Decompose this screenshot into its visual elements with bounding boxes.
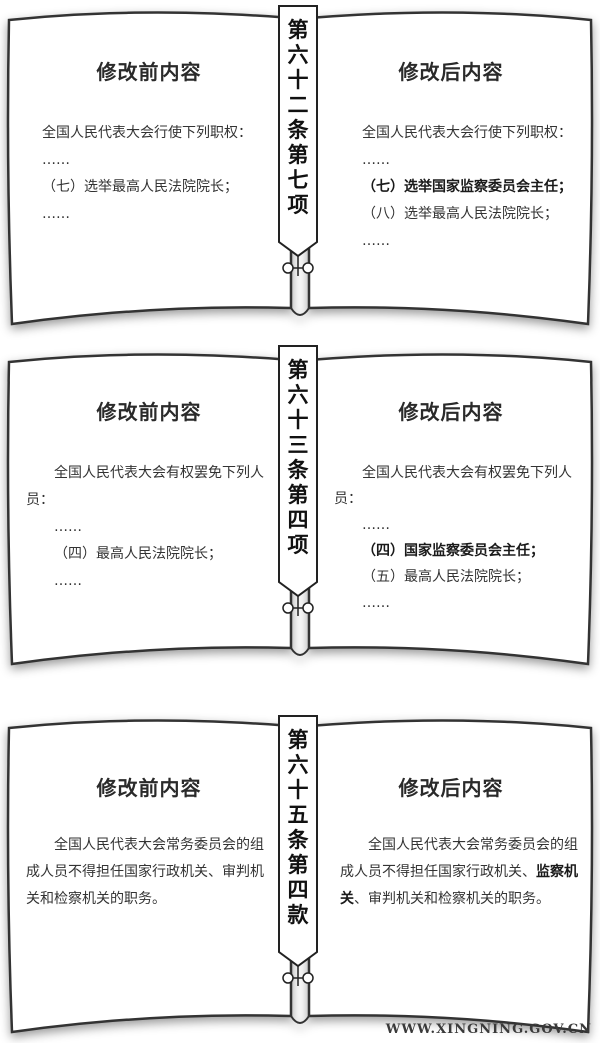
before-line: 全国人民代表大会行使下列职权：: [42, 125, 252, 141]
tag-char: 七: [287, 168, 309, 192]
tag-char: 六: [287, 43, 309, 67]
before-body: 全国人民代表大会有权罢免下列人员： …… （四）最高人民法院院长； ……: [26, 460, 266, 595]
tag-char: 款: [287, 903, 309, 927]
after-line: （七）选举国家监察委员会主任；: [334, 174, 574, 201]
before-title: 修改前内容: [96, 776, 202, 800]
binder-ring-icon: [302, 602, 314, 614]
before-line: （七）选举最高人民法院院长；: [42, 179, 238, 195]
after-line: （五）最高人民法院院长；: [362, 569, 530, 585]
tag-char: 第: [287, 358, 309, 382]
after-line: ……: [362, 517, 390, 533]
before-pane-1: 修改前内容 全国人民代表大会行使下列职权： …… （七）选举最高人民法院院长； …: [4, 8, 294, 326]
after-line: ……: [362, 152, 390, 168]
before-body: 全国人民代表大会常务委员会的组成人员不得担任国家行政机关、审判机关和检察机关的职…: [26, 832, 264, 913]
binder-ring-icon: [282, 262, 294, 274]
before-line: ……: [42, 152, 70, 168]
tag-char: 六: [287, 383, 309, 407]
after-line-bold: 监察机关: [340, 864, 578, 907]
tag-char: 项: [287, 533, 309, 557]
tag-ribbon: [278, 345, 318, 616]
book-cover-2: [6, 353, 594, 666]
after-body: 全国人民代表大会有权罢免下列人员： …… （四）国家监察委员会主任； （五）最高…: [334, 460, 574, 616]
after-line: （八）选举最高人民法院院长；: [362, 206, 558, 222]
after-body: 全国人民代表大会常务委员会的组成人员不得担任国家行政机关、监察机关、审判机关和检…: [340, 832, 580, 913]
before-pane-2: 修改前内容 全国人民代表大会有权罢免下列人员： …… （四）最高人民法院院长； …: [4, 350, 294, 666]
after-line: ……: [362, 595, 390, 611]
before-title: 修改前内容: [96, 60, 202, 84]
after-line-segment: 全国人民代表大会常务委员会的组成人员不得担任国家行政机关、: [340, 837, 578, 880]
binder-ring-icon: [282, 602, 294, 614]
tag-char: 五: [287, 803, 309, 827]
after-pane-2: 修改后内容 全国人民代表大会有权罢免下列人员： …… （四）国家监察委员会主任；…: [306, 350, 596, 666]
tag-char: 十: [287, 778, 309, 802]
tag-char: 二: [287, 93, 309, 117]
before-line: ……: [54, 573, 82, 589]
before-body: 全国人民代表大会行使下列职权： …… （七）选举最高人民法院院长； ……: [14, 120, 254, 228]
after-line: ……: [362, 233, 390, 249]
tag-char: 四: [287, 508, 309, 532]
after-line: 全国人民代表大会行使下列职权：: [362, 125, 572, 141]
comparison-book-3: 修改前内容 全国人民代表大会常务委员会的组成人员不得担任国家行政机关、审判机关和…: [4, 716, 596, 1034]
book-cover-1: [6, 11, 594, 326]
binder-ring-icon: [302, 972, 314, 984]
tag-text: 第 六 十 三 条 第 四 项: [276, 358, 320, 558]
after-line: 全国人民代表大会有权罢免下列人员：: [334, 465, 572, 507]
before-line: （四）最高人民法院院长；: [54, 546, 222, 562]
after-line: （四）国家监察委员会主任；: [334, 538, 574, 564]
tag-char: 项: [287, 193, 309, 217]
before-line: ……: [42, 206, 70, 222]
after-title: 修改后内容: [398, 60, 504, 84]
after-title: 修改后内容: [398, 776, 504, 800]
before-line: 全国人民代表大会有权罢免下列人员：: [26, 465, 264, 508]
before-line: ……: [54, 519, 82, 535]
tag-char: 第: [287, 18, 309, 42]
article-tag-1: 第 六 十 二 条 第 七 项: [276, 4, 320, 280]
tag-char: 十: [287, 408, 309, 432]
comparison-book-1: 修改前内容 全国人民代表大会行使下列职权： …… （七）选举最高人民法院院长； …: [4, 8, 596, 326]
after-pane-3: 修改后内容 全国人民代表大会常务委员会的组成人员不得担任国家行政机关、监察机关、…: [306, 716, 596, 1034]
tag-text: 第 六 十 五 条 第 四 款: [276, 728, 320, 928]
tag-char: 条: [287, 828, 309, 852]
article-tag-3: 第 六 十 五 条 第 四 款: [276, 714, 320, 990]
after-line-bold: （七）选举国家监察委员会主任；: [362, 179, 572, 195]
after-line: 全国人民代表大会常务委员会的组成人员不得担任国家行政机关、监察机关、审判机关和检…: [340, 832, 580, 913]
after-pane-1: 修改后内容 全国人民代表大会行使下列职权： …… （七）选举国家监察委员会主任；…: [306, 8, 596, 326]
after-title: 修改后内容: [398, 400, 504, 424]
after-line-bold: （四）国家监察委员会主任；: [362, 543, 544, 559]
tag-char: 三: [287, 433, 309, 457]
tag-text: 第 六 十 二 条 第 七 项: [276, 18, 320, 218]
tag-char: 第: [287, 143, 309, 167]
after-line-segment: 、审判机关和检察机关的职务。: [354, 891, 550, 907]
tag-ribbon: [278, 5, 318, 276]
site-url: WWW.XINGNING.GOV.CN: [385, 1022, 592, 1037]
tag-char: 四: [287, 878, 309, 902]
tag-char: 条: [287, 458, 309, 482]
tag-char: 六: [287, 753, 309, 777]
tag-ribbon: [278, 715, 318, 986]
before-pane-3: 修改前内容 全国人民代表大会常务委员会的组成人员不得担任国家行政机关、审判机关和…: [4, 716, 294, 1034]
tag-char: 十: [287, 68, 309, 92]
comparison-book-2: 修改前内容 全国人民代表大会有权罢免下列人员： …… （四）最高人民法院院长； …: [4, 350, 596, 666]
after-body: 全国人民代表大会行使下列职权： …… （七）选举国家监察委员会主任； （八）选举…: [334, 120, 574, 255]
binder-ring-icon: [302, 262, 314, 274]
before-title: 修改前内容: [96, 400, 202, 424]
book-cover-3: [6, 719, 594, 1034]
tag-char: 第: [287, 853, 309, 877]
article-tag-2: 第 六 十 三 条 第 四 项: [276, 344, 320, 620]
tag-char: 条: [287, 118, 309, 142]
tag-char: 第: [287, 483, 309, 507]
tag-char: 第: [287, 728, 309, 752]
binder-ring-icon: [282, 972, 294, 984]
before-line: 全国人民代表大会常务委员会的组成人员不得担任国家行政机关、审判机关和检察机关的职…: [26, 837, 264, 907]
